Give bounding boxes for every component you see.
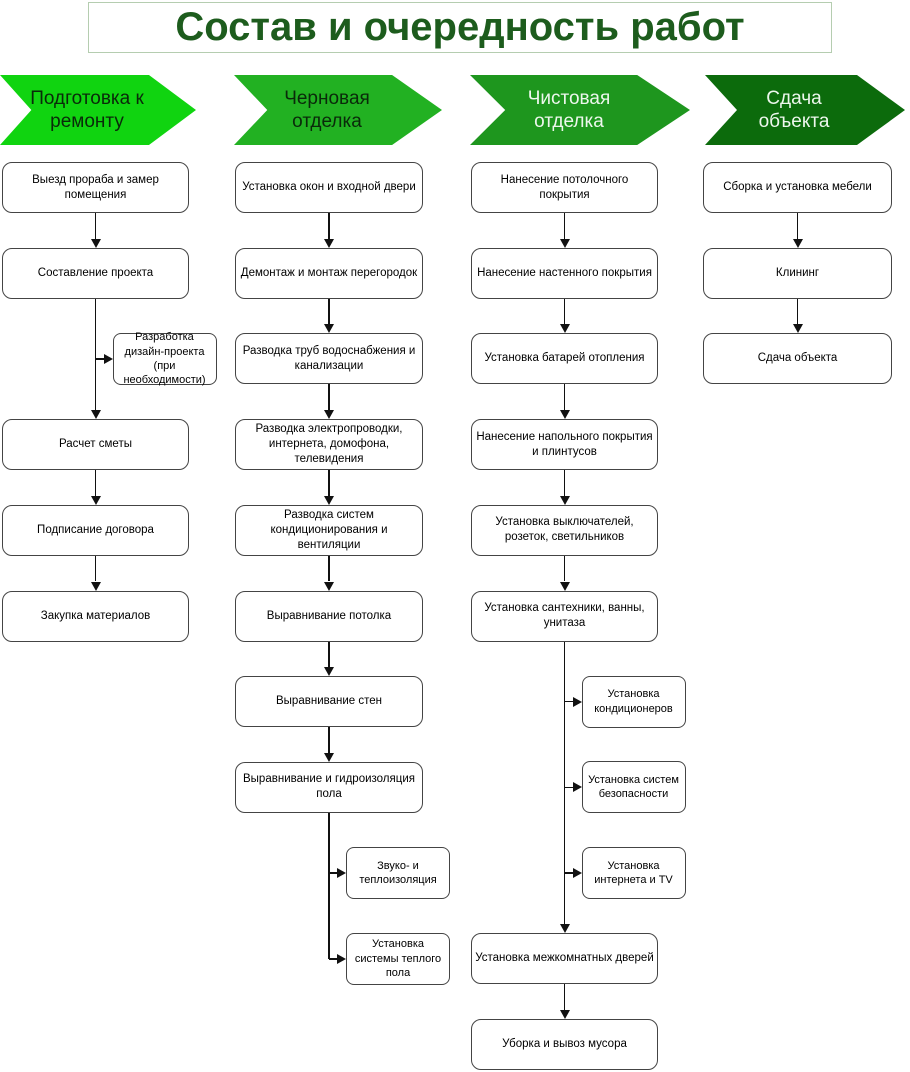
flow-connector-line (328, 213, 330, 239)
flow-connector-line (563, 213, 566, 239)
flow-node: Звуко- и теплоизоляция (346, 847, 450, 900)
flow-arrowhead-down (90, 495, 101, 505)
flow-arrowhead-right (103, 353, 113, 364)
flow-arrowhead-down (324, 752, 334, 762)
flow-connector-line (328, 470, 330, 496)
flow-node: Установка кондиционеров (581, 675, 686, 728)
flow-connector-line (328, 641, 330, 668)
flow-arrowhead-right (337, 953, 346, 964)
flow-node: Установка выключателей, розеток, светиль… (471, 504, 658, 556)
flow-arrowhead-down (324, 238, 334, 248)
flow-node: Нанесение настенного покрытия (471, 247, 658, 299)
flow-connector-line (94, 298, 97, 411)
flow-node: Уборка и вывоз мусора (471, 1019, 658, 1070)
flow-node: Нанесение потолочного покрытия (471, 162, 658, 213)
flow-node: Демонтаж и монтаж перегородок (235, 247, 423, 299)
flow-arrowhead-down (559, 495, 570, 505)
flow-arrowhead-down (559, 238, 570, 248)
flow-connector-line (328, 812, 330, 959)
flow-node: Разводка систем кондиционирования и вент… (235, 504, 423, 556)
flow-node: Закупка материалов (2, 590, 189, 642)
flow-node: Установка окон и входной двери (235, 162, 423, 213)
phase-arrow-3: Чистовая отделка (470, 75, 690, 145)
flow-arrowhead-down (90, 238, 101, 248)
flow-connector-line (328, 298, 330, 325)
flow-arrowhead-right (572, 868, 582, 879)
phase-arrow-1: Подготовка к ремонту (0, 75, 196, 145)
flow-arrowhead-down (90, 581, 101, 591)
flow-arrowhead-down (792, 238, 803, 248)
flow-connector-line (564, 872, 573, 874)
flow-node: Выравнивание и гидроизоляция пола (235, 761, 423, 813)
flow-node: Нанесение напольного покрытия и плинтусо… (471, 419, 658, 471)
phase-arrow-4: Сдача объекта (705, 75, 905, 145)
flow-arrowhead-down (792, 324, 803, 334)
flow-arrowhead-down (559, 1010, 570, 1019)
flow-arrowhead-down (559, 924, 570, 934)
flow-arrowhead-down (559, 410, 570, 420)
flow-connector-line (94, 555, 97, 582)
flow-node: Клининг (703, 247, 892, 299)
flow-node: Подписание договора (2, 504, 189, 556)
flow-node: Разводка электропроводки, интернета, дом… (235, 419, 423, 471)
flow-connector-line (328, 384, 330, 411)
flow-node: Установка интернета и TV (581, 847, 686, 900)
flow-node: Установка межкомнатных дверей (471, 933, 658, 985)
flow-connector-line (329, 872, 337, 874)
flow-connector-line (796, 213, 799, 239)
phase-arrow-1-label: Подготовка к ремонту (30, 87, 144, 132)
flow-connector-line (328, 727, 330, 753)
flow-node: Сборка и установка мебели (703, 162, 892, 213)
flow-connector-line (563, 555, 566, 582)
flow-connector-line (563, 298, 566, 325)
flow-arrowhead-down (90, 410, 101, 420)
flow-connector-line (329, 958, 337, 960)
flow-arrowhead-down (324, 324, 334, 334)
flow-node: Установка системы теплого пола (346, 932, 450, 985)
flow-node: Выравнивание стен (235, 676, 423, 728)
flow-connector-line (564, 786, 573, 789)
flow-arrowhead-down (324, 410, 334, 420)
page-title: Состав и очередность работ (88, 2, 832, 53)
flow-node: Сдача объекта (703, 333, 892, 385)
flow-node: Установка систем безопасности (581, 761, 686, 814)
flow-arrowhead-down (559, 581, 570, 591)
flow-node: Расчет сметы (2, 419, 189, 471)
flow-arrowhead-right (572, 782, 582, 793)
flow-connector-line (563, 470, 566, 496)
flow-arrowhead-down (324, 495, 334, 505)
phase-arrow-4-label: Сдача объекта (758, 87, 830, 132)
flow-arrowhead-right (337, 868, 346, 879)
flow-node: Установка батарей отопления (471, 333, 658, 385)
phase-arrow-2-label: Черновая отделка (284, 87, 370, 132)
flow-connector-line (328, 555, 330, 582)
flow-connector-line (94, 470, 97, 496)
flow-connector-line (564, 700, 573, 703)
phase-arrow-2: Черновая отделка (234, 75, 442, 145)
flow-connector-line (94, 213, 97, 239)
flow-node: Выравнивание потолка (235, 590, 423, 642)
flow-node: Составление проекта (2, 247, 189, 299)
flow-connector-line (563, 384, 566, 411)
page-title-text: Состав и очередность работ (175, 5, 745, 49)
phase-arrow-3-label: Чистовая отделка (527, 87, 611, 132)
flow-connector-line (563, 641, 566, 925)
flow-arrowhead-down (324, 581, 334, 591)
flow-node: Выезд прораба и замер помещения (2, 162, 189, 213)
flow-node: Разводка труб водоснабжения и канализаци… (235, 333, 423, 385)
flow-node: Установка сантехники, ванны, унитаза (471, 590, 658, 642)
flow-connector-line (95, 358, 104, 360)
flow-arrowhead-down (559, 324, 570, 334)
flow-connector-line (563, 984, 566, 1010)
flow-arrowhead-down (324, 667, 334, 677)
flow-node: Разработка дизайн-проекта (при необходим… (112, 331, 217, 386)
flow-arrowhead-right (572, 696, 582, 707)
flow-connector-line (796, 298, 799, 325)
